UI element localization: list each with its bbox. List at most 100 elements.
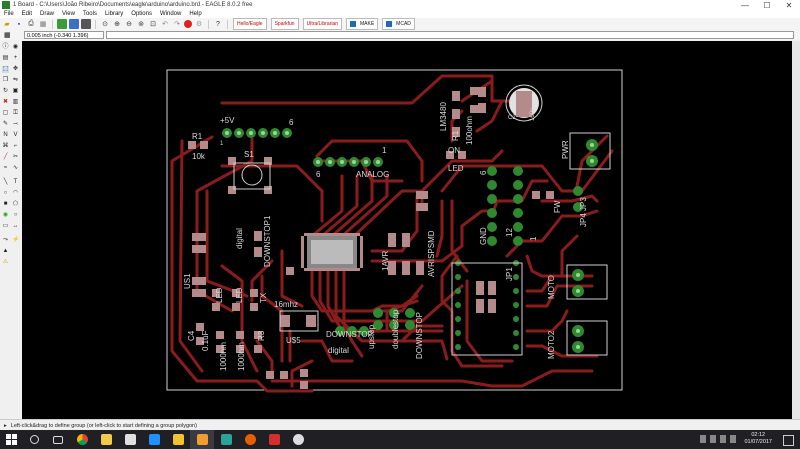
split-icon[interactable]: ⤙ [13,121,18,127]
tray-arrow-icon[interactable] [700,435,706,443]
menu-options[interactable]: Options [131,11,152,17]
route-icon[interactable]: ╱ [3,154,8,160]
keyboard-icon[interactable] [730,435,736,443]
select-icon[interactable]: ⬚ [2,66,9,73]
drc-icon[interactable]: ▲ [2,248,9,254]
help-icon[interactable]: ? [216,20,220,28]
search-icon[interactable] [22,430,46,449]
file-explorer-icon[interactable] [94,430,118,449]
mcad-button[interactable]: MCAD [382,18,415,30]
firefox-icon[interactable] [238,430,262,449]
name-icon[interactable]: N [3,132,8,138]
zoom-fit-icon[interactable]: ⊙ [102,21,108,28]
grid-icon[interactable]: ▦ [4,32,11,39]
arc-icon[interactable]: ◠ [12,190,19,196]
arduino-icon[interactable] [214,430,238,449]
vertical-scrollbar[interactable] [792,41,800,419]
copy-icon[interactable]: ❐ [2,77,9,83]
store-icon[interactable] [118,430,142,449]
go-icon[interactable]: ⚙ [195,21,203,28]
paste-icon[interactable]: ▢ [2,110,9,116]
group-icon[interactable]: ▣ [12,88,19,94]
info-icon[interactable]: ⓘ [2,44,9,50]
board-icon[interactable] [57,19,67,29]
schematic-icon[interactable] [69,19,79,29]
mirror-icon[interactable]: ⇋ [12,77,19,83]
notification-icon[interactable] [783,435,794,446]
value-icon[interactable]: V [13,132,18,138]
status-bar: ▸ Left-click&drag to define group (or le… [0,419,800,431]
skype-icon[interactable] [262,430,286,449]
windows-start-button[interactable] [0,430,22,449]
menu-library[interactable]: Library [104,11,124,17]
wire-icon[interactable]: ╲ [3,179,8,185]
hello-eagle-button[interactable]: Hello/Eagle [233,18,267,30]
menu-view[interactable]: View [62,11,75,17]
meander-icon[interactable]: ∿ [12,165,19,171]
menu-draw[interactable]: Draw [40,11,55,17]
zoom-redraw-icon[interactable]: ⊚ [138,21,144,28]
sparkfun-button[interactable]: Sparkfun [270,18,299,30]
menu-help[interactable]: Help [189,11,202,17]
ripup-icon[interactable]: ✂ [12,154,19,160]
maximize-button[interactable]: ☐ [763,0,771,10]
tht-pad [513,274,519,280]
save-icon[interactable]: ▪ [17,20,21,28]
change-icon[interactable]: ✎ [2,121,9,127]
menu-window[interactable]: Window [159,11,182,17]
menu-edit[interactable]: Edit [21,11,33,17]
library-icon[interactable] [81,19,91,29]
polygon-icon[interactable]: ⬠ [12,201,19,207]
smash-icon[interactable]: ⌘ [2,143,9,149]
print-icon[interactable]: ⎙ [28,20,34,27]
via-icon[interactable]: ◉ [2,212,9,218]
make-button[interactable]: MAKE [346,18,379,30]
rect-icon[interactable]: ■ [3,201,8,207]
trace [385,299,419,333]
c2-capacitor-outline [505,84,543,122]
eagle-taskbar-icon[interactable] [190,430,214,449]
text-icon[interactable]: T [13,179,18,185]
optimize-icon[interactable]: ≈ [3,165,8,171]
show-icon[interactable]: ◉ [12,44,19,50]
tht-pad [373,320,383,330]
mark-icon[interactable]: + [13,55,18,61]
close-button[interactable]: ✕ [785,0,793,10]
zoom-select-icon[interactable]: ⊡ [150,21,156,28]
zoom-out-icon[interactable]: ⊖ [126,21,132,28]
redo-icon[interactable]: ↷ [174,21,180,28]
attribute-icon[interactable]: ▭ [2,223,9,229]
display-icon[interactable]: ▤ [2,55,9,61]
board-canvas[interactable]: +5V R1 10k S1 1 6 ANALOG 1 6 LM3480 ON L… [22,41,800,419]
cam-icon[interactable]: ▦ [39,21,47,28]
circle-icon[interactable]: ○ [3,190,8,196]
add-icon[interactable]: ▥ [12,99,19,105]
open-icon[interactable]: ▰ [4,21,10,28]
delete-icon[interactable]: ✖ [2,99,9,105]
undo-icon[interactable]: ↶ [162,21,168,28]
zoom-in-icon[interactable]: ⊕ [114,21,120,28]
command-line-input[interactable] [106,31,794,39]
dimension-icon[interactable]: ↔ [12,223,19,229]
media-player-icon[interactable] [142,430,166,449]
miter-icon[interactable]: ⌐ [13,143,18,149]
hole-icon[interactable]: ○ [13,212,18,218]
minimize-button[interactable]: — [741,0,749,10]
lock-icon[interactable]: ⚿ [13,110,18,116]
volume-icon[interactable] [720,435,726,443]
autorouter-icon[interactable]: ⚡ [12,237,20,243]
errors-icon[interactable]: ⚠ [2,259,9,265]
other-app-icon[interactable] [286,430,310,449]
ratsnest-icon[interactable]: ⤳ [3,237,8,243]
chrome-icon[interactable] [70,430,94,449]
clock[interactable]: 02:12 01/07/2017 [744,432,772,446]
pdf-reader-icon[interactable] [166,430,190,449]
network-icon[interactable] [710,435,716,443]
menu-file[interactable]: File [4,11,14,17]
menu-tools[interactable]: Tools [82,11,97,17]
ultra-librarian-button[interactable]: Ultra/Librarian [302,18,342,30]
stop-icon[interactable] [184,20,192,28]
task-view-icon[interactable] [46,430,70,449]
rotate-icon[interactable]: ↻ [2,88,9,94]
move-icon[interactable]: ✥ [12,66,19,72]
